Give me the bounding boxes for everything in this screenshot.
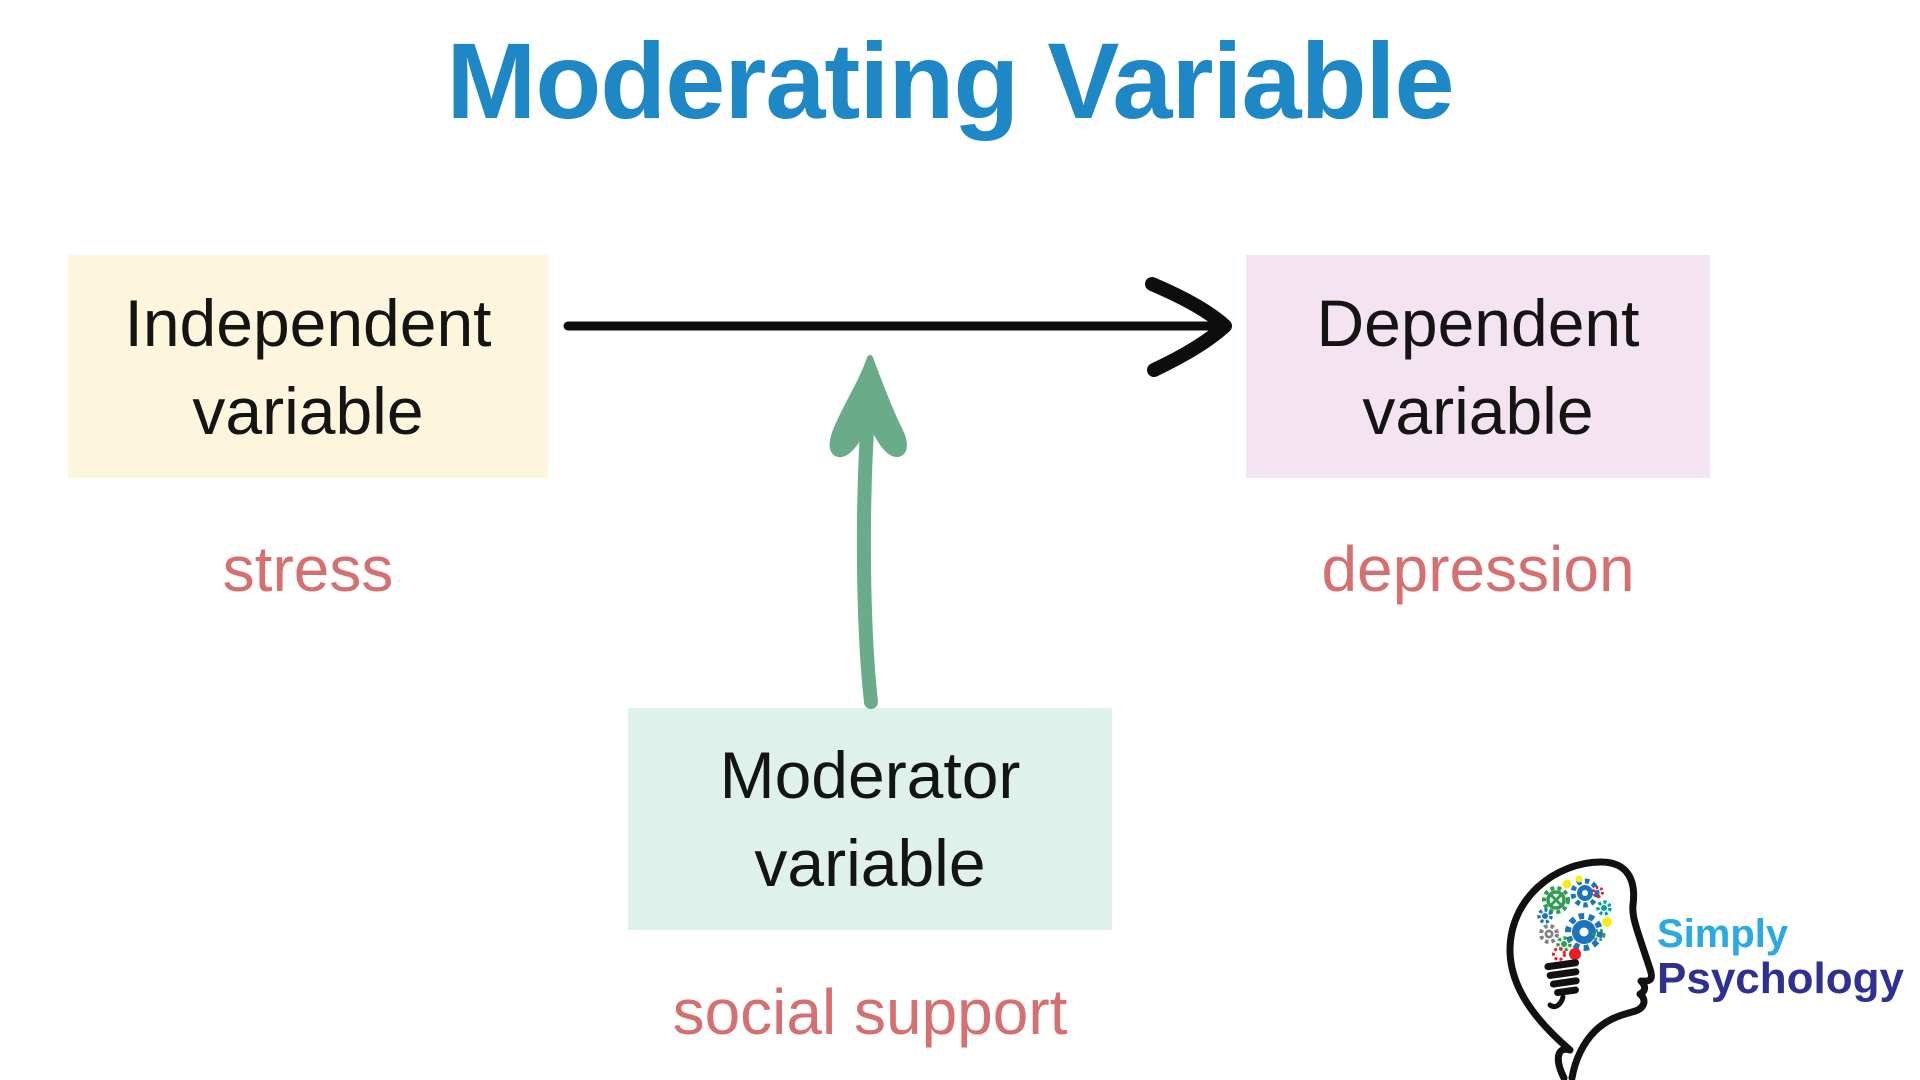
page-title: Moderating Variable (446, 20, 1454, 141)
logo-wordmark-simply: Simply (1657, 912, 1789, 956)
moderator-variable-line2: variable (754, 826, 986, 900)
depression-label: depression (1321, 533, 1635, 605)
dependent-variable-line2: variable (1362, 373, 1594, 448)
independent-variable-line2: variable (192, 373, 424, 448)
brain-gears-icon (1537, 875, 1612, 961)
up-arrow-head (829, 355, 907, 458)
up-arrow-stem (856, 393, 878, 709)
independent-variable-box: Independent variable (68, 255, 548, 478)
right-arrow-head (1145, 277, 1232, 377)
dependent-variable-line1: Dependent (1316, 285, 1640, 360)
logo-wordmark-psychology: Psychology (1657, 954, 1904, 1003)
dependent-variable-box: Dependent variable (1246, 255, 1710, 478)
simply-psychology-logo: Simply Psychology (1506, 858, 1904, 1080)
bulb-base-icon (1544, 959, 1580, 997)
bulb-filament-hook (1547, 994, 1566, 1010)
moderator-variable-box: Moderator variable (628, 708, 1112, 930)
stress-label: stress (222, 533, 394, 605)
moderator-variable-line1: Moderator (719, 738, 1021, 812)
independent-variable-line1: Independent (124, 285, 492, 360)
social-support-label: social support (672, 976, 1068, 1048)
